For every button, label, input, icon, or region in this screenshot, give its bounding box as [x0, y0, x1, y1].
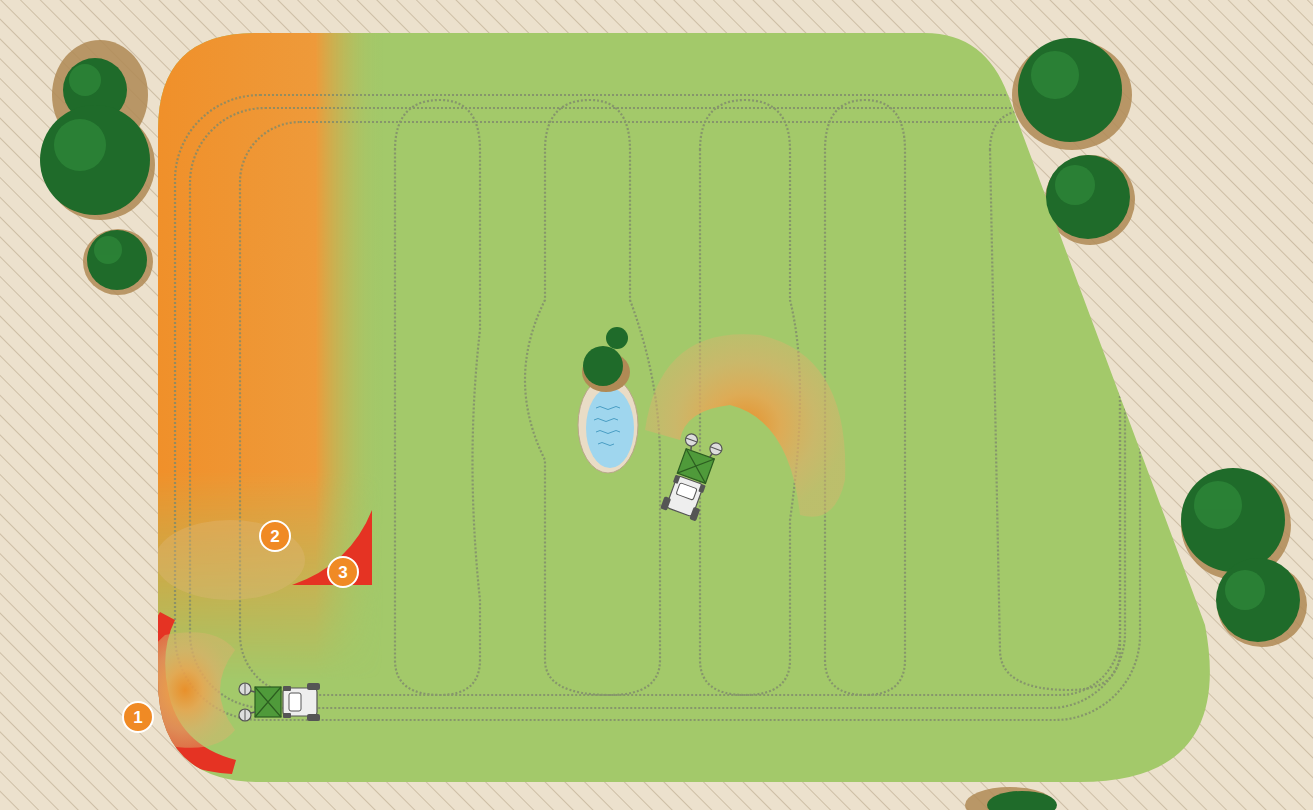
callout-number: 3 — [327, 556, 359, 588]
callout-number: 1 — [122, 701, 154, 733]
callout-number: 2 — [259, 520, 291, 552]
